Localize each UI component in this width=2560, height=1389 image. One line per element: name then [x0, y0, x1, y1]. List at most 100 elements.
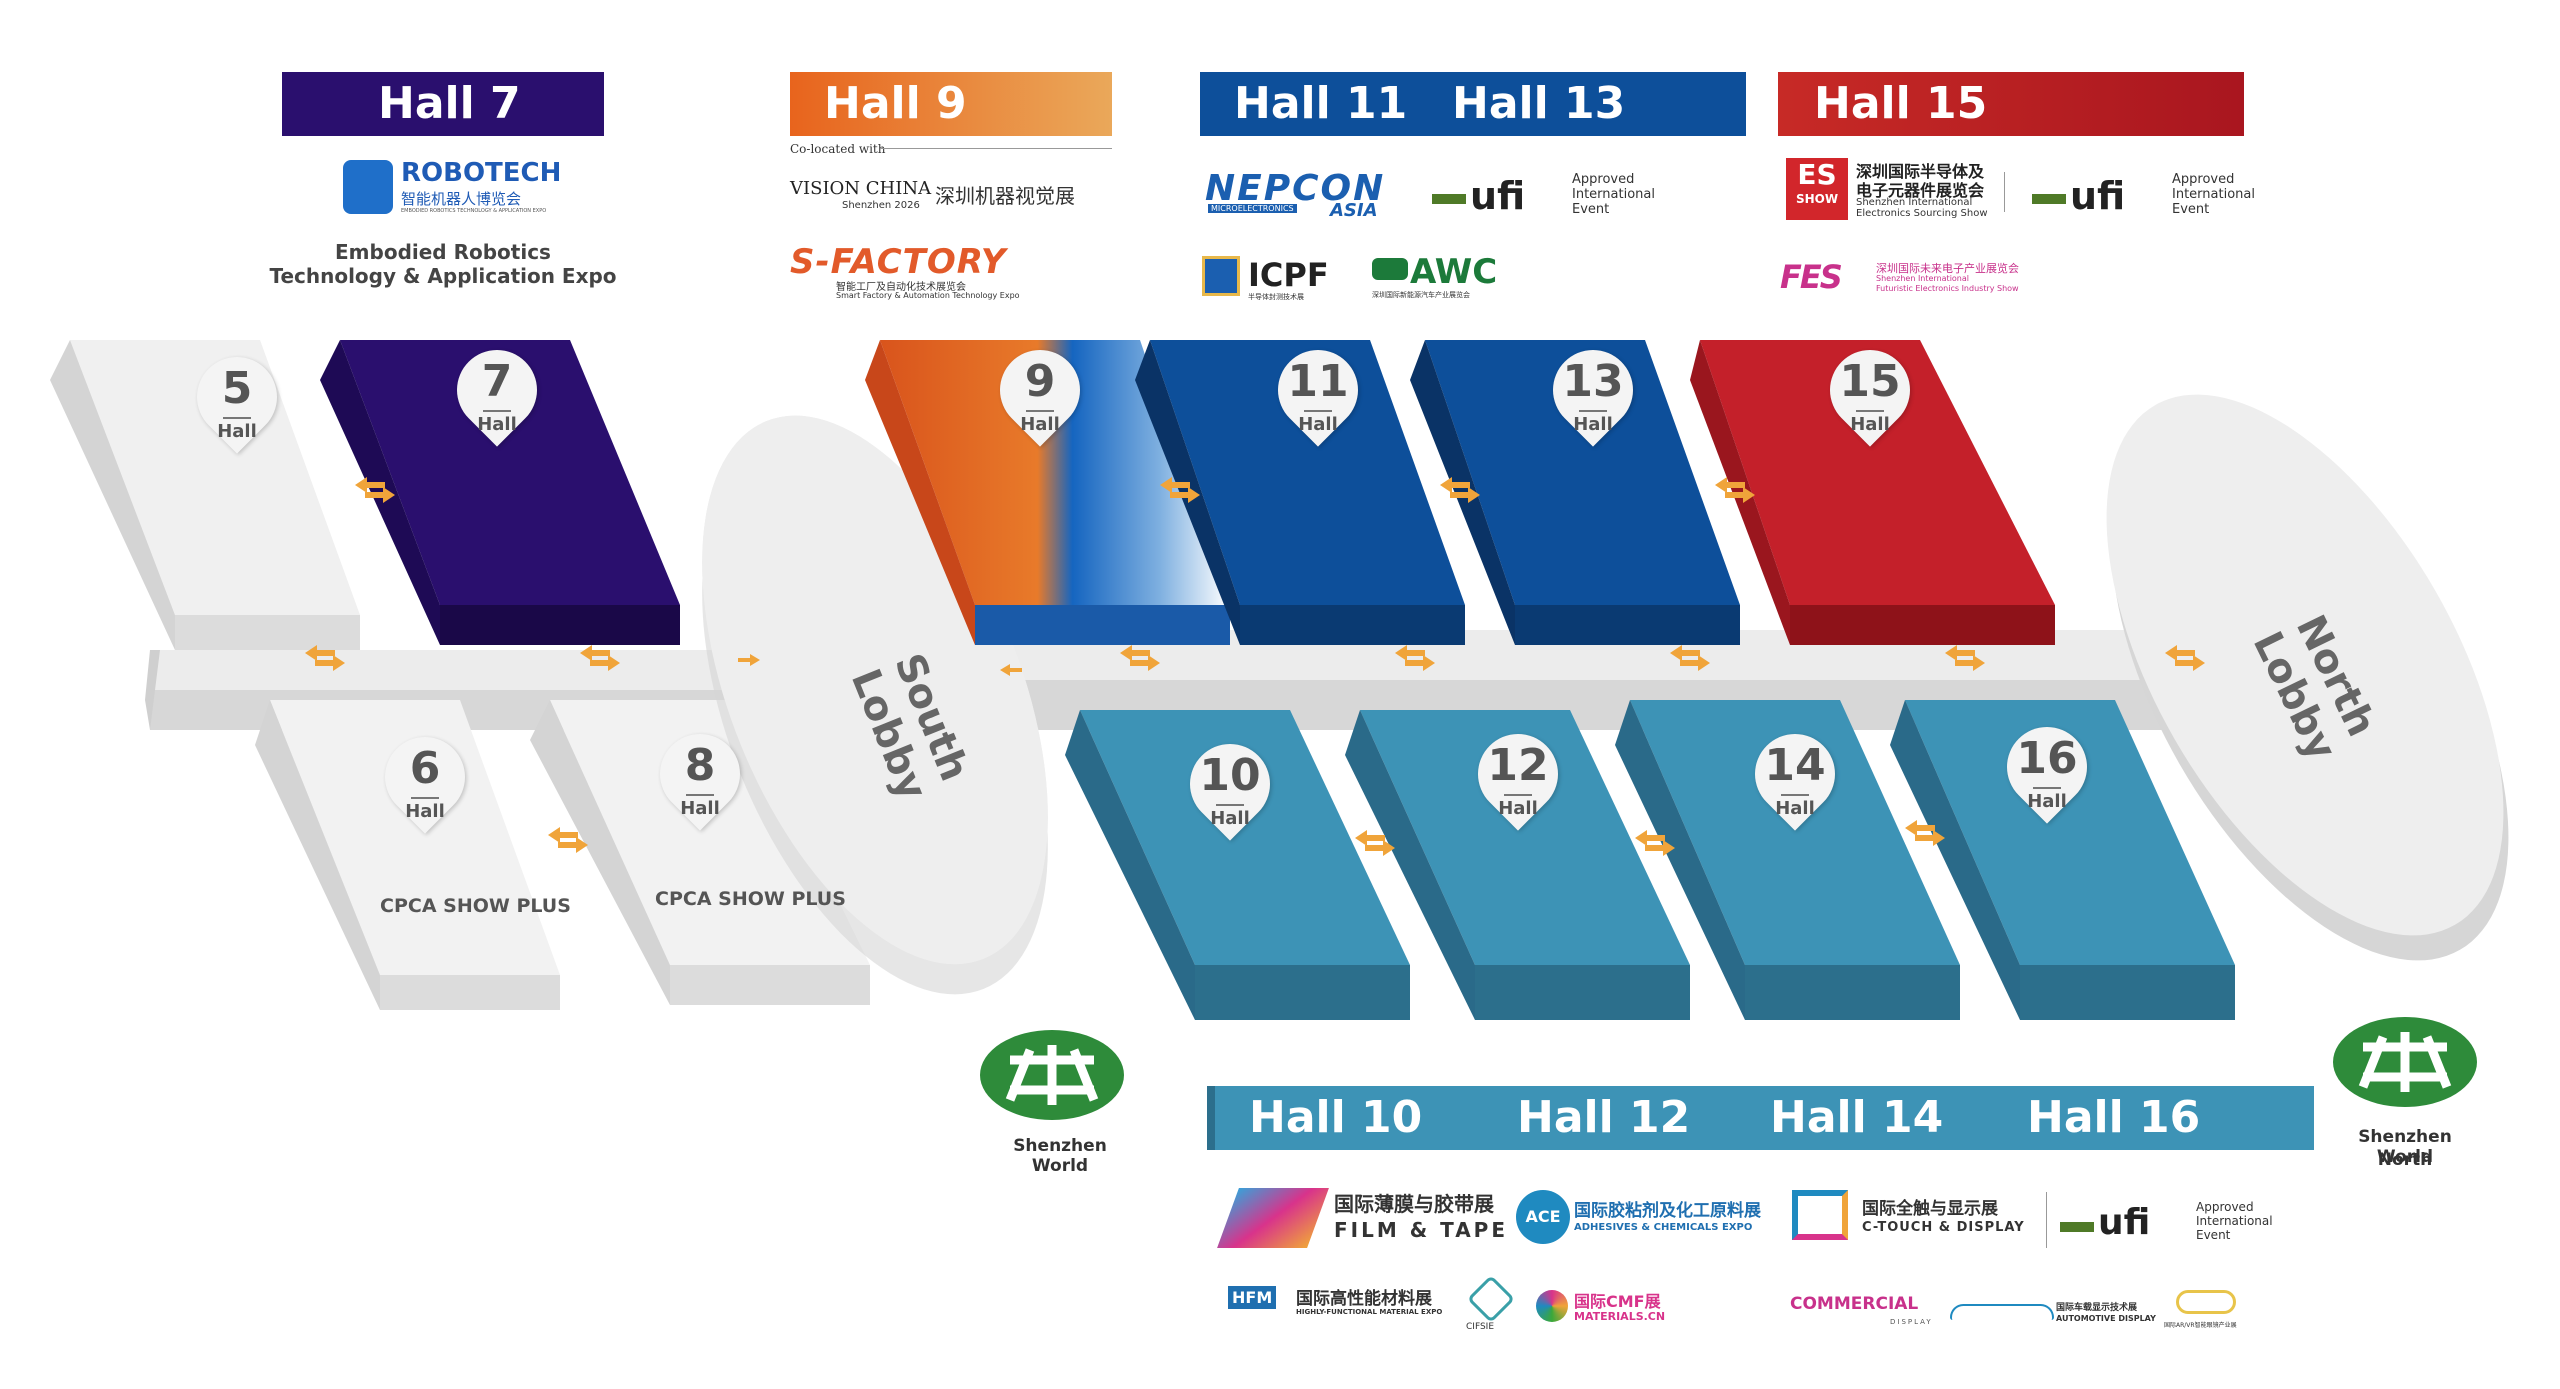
banner-hall-10-label: Hall 10 — [1249, 1092, 1423, 1143]
es-show-logo: ES SHOW 深圳国际半导体及 电子元器件展览会 Shenzhen Inter… — [1786, 158, 2026, 220]
arvr-cn: 国际AR/VR智能眼镜产业展 — [2164, 1322, 2237, 1329]
ufi-mark-icon — [2032, 194, 2066, 204]
banner-hall-14-label: Hall 14 — [1770, 1092, 1944, 1143]
ufi-divider — [2004, 172, 2005, 212]
ufi-logo: ufi Approved International Event — [2032, 172, 2255, 222]
hall-12-block[interactable] — [1345, 710, 1690, 1020]
hall-8-event-label: CPCA SHOW PLUS — [655, 888, 846, 910]
sfactory-logo: S-FACTORY — [790, 242, 1007, 282]
ctouch-cn: 国际全触与显示展 — [1862, 1199, 1998, 1219]
hall-word: Hall — [1298, 414, 1338, 435]
hall-9-block[interactable] — [865, 340, 1230, 645]
hall-number: 8 — [684, 740, 716, 791]
ace-icon: ACE — [1516, 1190, 1570, 1244]
robotech-cn: 智能机器人博览会 — [401, 190, 522, 208]
cmf-logo: 国际CMF展 MATERIALS.CN — [1536, 1288, 1696, 1328]
ufi-logo: ufi Approved International Event — [2060, 1200, 2273, 1250]
ufi-text: ufi — [2070, 174, 2126, 218]
ufi-international: International — [2172, 187, 2255, 202]
hall-5-block[interactable] — [50, 340, 360, 650]
automotive-display-logo: 国际车载显示技术展 AUTOMOTIVE DISPLAY — [1950, 1298, 2160, 1334]
hall-7-block[interactable] — [320, 340, 680, 645]
hall-number: 5 — [221, 363, 253, 414]
commercial-display-logo: COMMERCIAL DISPLAY — [1790, 1294, 1940, 1334]
robotech-logo: ROBOTECH 智能机器人博览会 EMBODIED ROBOTICS TECH… — [343, 158, 561, 220]
hall-13-block[interactable] — [1410, 340, 1740, 645]
car-outline-icon — [1950, 1304, 2054, 1320]
station-west-label: Shenzhen World — [1013, 1136, 1107, 1176]
es-cn-2: 电子元器件展览会 — [1856, 181, 1985, 200]
metro-icon — [980, 1030, 1124, 1120]
awc-logo: AWC 深圳国际新能源汽车产业展览会 — [1372, 252, 1532, 299]
es-show-show: SHOW — [1795, 192, 1839, 206]
hall-16-block[interactable] — [1890, 700, 2235, 1020]
hall-number-underline — [1304, 410, 1332, 412]
ufi-approved: Approved — [1572, 172, 1635, 187]
banner-hall-9: Hall 9 — [790, 72, 1112, 136]
banner-hall-15: Hall 15 — [1778, 72, 2244, 136]
chip-icon — [1202, 256, 1240, 296]
north-lobby-block[interactable] — [2025, 330, 2560, 1025]
hall-10-block[interactable] — [1065, 710, 1410, 1020]
arvr-logo: 国际AR/VR智能眼镜产业展 — [2164, 1290, 2264, 1334]
hall-14-block[interactable] — [1615, 700, 1960, 1020]
vision-china-cn: 深圳机器视觉展 — [935, 184, 1075, 208]
banner-hall-7: Hall 7 — [282, 72, 604, 136]
hall-6-block[interactable] — [255, 700, 560, 1010]
glasses-icon — [2176, 1290, 2236, 1314]
sfactory-en: Smart Factory & Automation Technology Ex… — [836, 291, 1020, 300]
nepcon-sub: MICROELECTRONICS — [1208, 204, 1297, 213]
hall-8-block[interactable] — [530, 700, 870, 1005]
es-en-2: Electronics Sourcing Show — [1856, 208, 1988, 219]
hall-word: Hall — [477, 414, 517, 435]
hall-word: Hall — [1020, 414, 1060, 435]
colocated-rule — [880, 148, 1112, 149]
hall-word: Hall — [405, 801, 445, 822]
hall-number: 13 — [1562, 356, 1624, 407]
ufi-international: International — [2196, 1214, 2273, 1228]
banner-hall-10-16: Hall 10 Hall 12 Hall 14 Hall 16 — [1207, 1086, 2314, 1150]
ufi-text: ufi — [1470, 174, 1526, 218]
embodied-line-1: Embodied Robotics — [335, 240, 551, 264]
hall-number: 14 — [1764, 740, 1826, 791]
hall-number: 9 — [1024, 356, 1056, 407]
station-north-label-2: North — [2377, 1150, 2433, 1170]
robotech-en: EMBODIED ROBOTICS TECHNOLOGY & APPLICATI… — [401, 208, 547, 214]
hall-number: 12 — [1487, 740, 1549, 791]
hall-number: 7 — [481, 356, 513, 407]
fes-en-2: Futuristic Electronics Industry Show — [1876, 284, 2019, 293]
metro-icon — [2333, 1017, 2477, 1107]
hall-word: Hall — [1850, 414, 1890, 435]
icpf-logo: ICPF 半导体封测技术展 — [1202, 256, 1342, 302]
film-tape-logo: 国际薄膜与胶带展 FILM & TAPE — [1217, 1182, 1505, 1254]
banner-hall-13-label: Hall 13 — [1452, 78, 1626, 129]
es-en-1: Shenzhen International — [1856, 197, 1973, 208]
icpf-text: ICPF — [1248, 256, 1329, 294]
icpf-sub: 半导体封测技术展 — [1248, 293, 1304, 301]
station-north-label-1: Shenzhen World — [2358, 1127, 2452, 1167]
commercial-sub: DISPLAY — [1890, 1318, 1933, 1326]
hall-word: Hall — [1210, 808, 1250, 829]
hall-number-underline — [2033, 787, 2061, 789]
ufi-event: Event — [1572, 202, 1610, 217]
sfactory-cn: 智能工厂及自动化技术展览会 — [836, 282, 966, 293]
film-cn: 国际薄膜与胶带展 — [1334, 1192, 1494, 1216]
cifsie-text: CIFSIE — [1466, 1322, 1495, 1332]
hall-word: Hall — [1775, 798, 1815, 819]
hall-number-underline — [1216, 804, 1244, 806]
awc-sub: 深圳国际新能源汽车产业展览会 — [1372, 291, 1470, 299]
nepcon-asia: ASIA — [1330, 200, 1378, 221]
